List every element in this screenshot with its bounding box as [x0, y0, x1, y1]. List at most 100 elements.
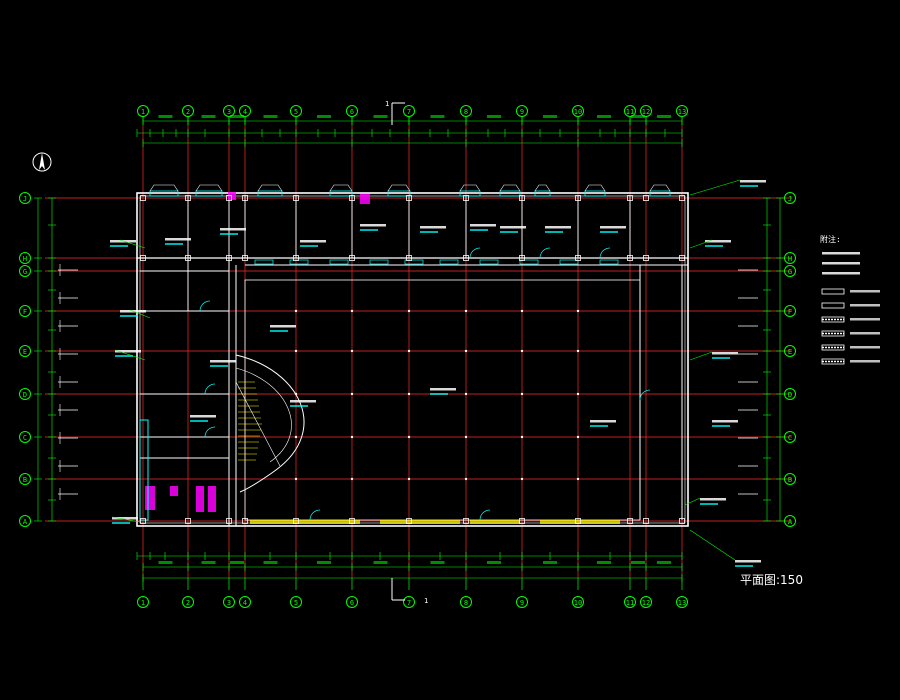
door-swing — [204, 383, 216, 395]
grid-bubble-row-label: H — [23, 255, 27, 263]
grid-bubble-row-label: F — [23, 308, 27, 316]
annotation-text-mark — [190, 415, 216, 418]
annotation-text-mark — [420, 231, 438, 233]
annotation-text-mark — [300, 245, 318, 247]
grid-bubble-col-label: 10 — [574, 108, 582, 116]
corridor-window — [404, 259, 424, 265]
grid-bubble-row-label: D — [23, 391, 27, 399]
window-bay — [329, 184, 353, 192]
grid-bubble-row — [784, 515, 796, 527]
grid-bubble-row — [784, 473, 796, 485]
dimension-text-mark — [430, 115, 445, 118]
annotation-text-mark — [600, 231, 618, 233]
corridor-window — [519, 259, 539, 265]
annotation-text-mark — [470, 229, 488, 231]
annotation-text-mark — [165, 238, 191, 241]
column-dot — [407, 349, 411, 353]
annotation-text-mark — [700, 498, 726, 501]
door-swing — [469, 247, 481, 259]
structural-column — [185, 255, 191, 261]
structural-column — [349, 195, 355, 201]
annotation-text-mark — [545, 226, 571, 229]
grid-bubble-col-label: 11 — [626, 108, 634, 116]
annotation-text-mark — [500, 231, 518, 233]
window — [257, 190, 283, 197]
annotation-text-mark — [360, 224, 386, 227]
annotation-text-mark — [740, 185, 758, 187]
structural-column — [463, 518, 469, 524]
grid-bubble-row — [784, 265, 796, 277]
grid-bubble-col — [403, 105, 415, 117]
door-swing — [639, 389, 651, 401]
grid-bubble-col-label: 2 — [186, 108, 190, 116]
structural-column — [406, 518, 412, 524]
window-strip — [380, 520, 460, 524]
column-dot — [576, 477, 580, 481]
annotation-text-mark — [115, 350, 141, 353]
dimension-text-mark — [543, 561, 557, 564]
dimension-text-mark — [263, 561, 278, 564]
interior-details — [58, 179, 766, 567]
annotation-text-mark — [300, 240, 326, 243]
grid-bubble-col — [223, 105, 235, 117]
annotation-text-mark — [420, 226, 446, 229]
grid-bubble-row-label: B — [23, 476, 27, 484]
grid-bubble-col — [572, 596, 584, 608]
grid-bubble-col — [239, 105, 251, 117]
grid-bubble-row — [19, 473, 31, 485]
legend-text-mark — [850, 332, 880, 335]
curved-ramp — [235, 354, 305, 493]
grid-bubble-row-label: A — [788, 518, 793, 526]
corridor-window — [289, 259, 309, 265]
legend: 附注: — [820, 234, 880, 365]
structural-column — [226, 518, 232, 524]
grid-bubble-row — [19, 388, 31, 400]
column-dot — [464, 309, 468, 313]
window — [499, 190, 521, 197]
window-bay — [499, 184, 521, 192]
section-marks: 11 — [385, 100, 428, 605]
window — [195, 190, 223, 197]
window — [387, 190, 411, 197]
grid-bubble-row-label: D — [788, 391, 792, 399]
legend-swatch-item-1 — [821, 288, 845, 295]
grid-bubble-col-label: 7 — [407, 599, 411, 607]
grid-bubble-row — [19, 265, 31, 277]
stair-line — [235, 381, 281, 467]
window-strip — [250, 520, 300, 524]
grid-bubble-row — [19, 192, 31, 204]
grid-bubble-col — [460, 596, 472, 608]
window-bay — [257, 184, 283, 192]
dimension-text-mark — [487, 115, 501, 118]
dimension-text-mark — [373, 115, 388, 118]
structural-column — [226, 255, 232, 261]
exterior-wall-inner — [139, 195, 686, 524]
grid-bubble-col — [182, 105, 194, 117]
structural-column — [242, 255, 248, 261]
window-bay — [649, 184, 671, 192]
annotation-text-mark — [115, 355, 133, 357]
corridor-window — [479, 259, 499, 265]
dimension-text-mark — [657, 115, 671, 118]
grid-bubble-col — [137, 105, 149, 117]
column-dot — [350, 349, 354, 353]
grid-bubble-row-label: G — [23, 268, 27, 276]
dimension-text-mark — [631, 561, 645, 564]
column-dot — [350, 309, 354, 313]
grid-bubble-col — [346, 596, 358, 608]
exterior-wall — [136, 192, 689, 527]
annotation-text-mark — [590, 425, 608, 427]
window — [649, 190, 671, 197]
column-dot — [294, 435, 298, 439]
structural-column — [643, 195, 649, 201]
column-dot — [294, 392, 298, 396]
grid-bubble-row-label: E — [788, 348, 792, 356]
dimension-text-mark — [597, 115, 611, 118]
annotation-text-mark — [210, 365, 228, 367]
grid-bubble-col-label: 13 — [678, 599, 686, 607]
structural-column — [293, 195, 299, 201]
grid-bubble-col-label: 8 — [464, 108, 468, 116]
grid-bubble-col-label: 11 — [626, 599, 634, 607]
